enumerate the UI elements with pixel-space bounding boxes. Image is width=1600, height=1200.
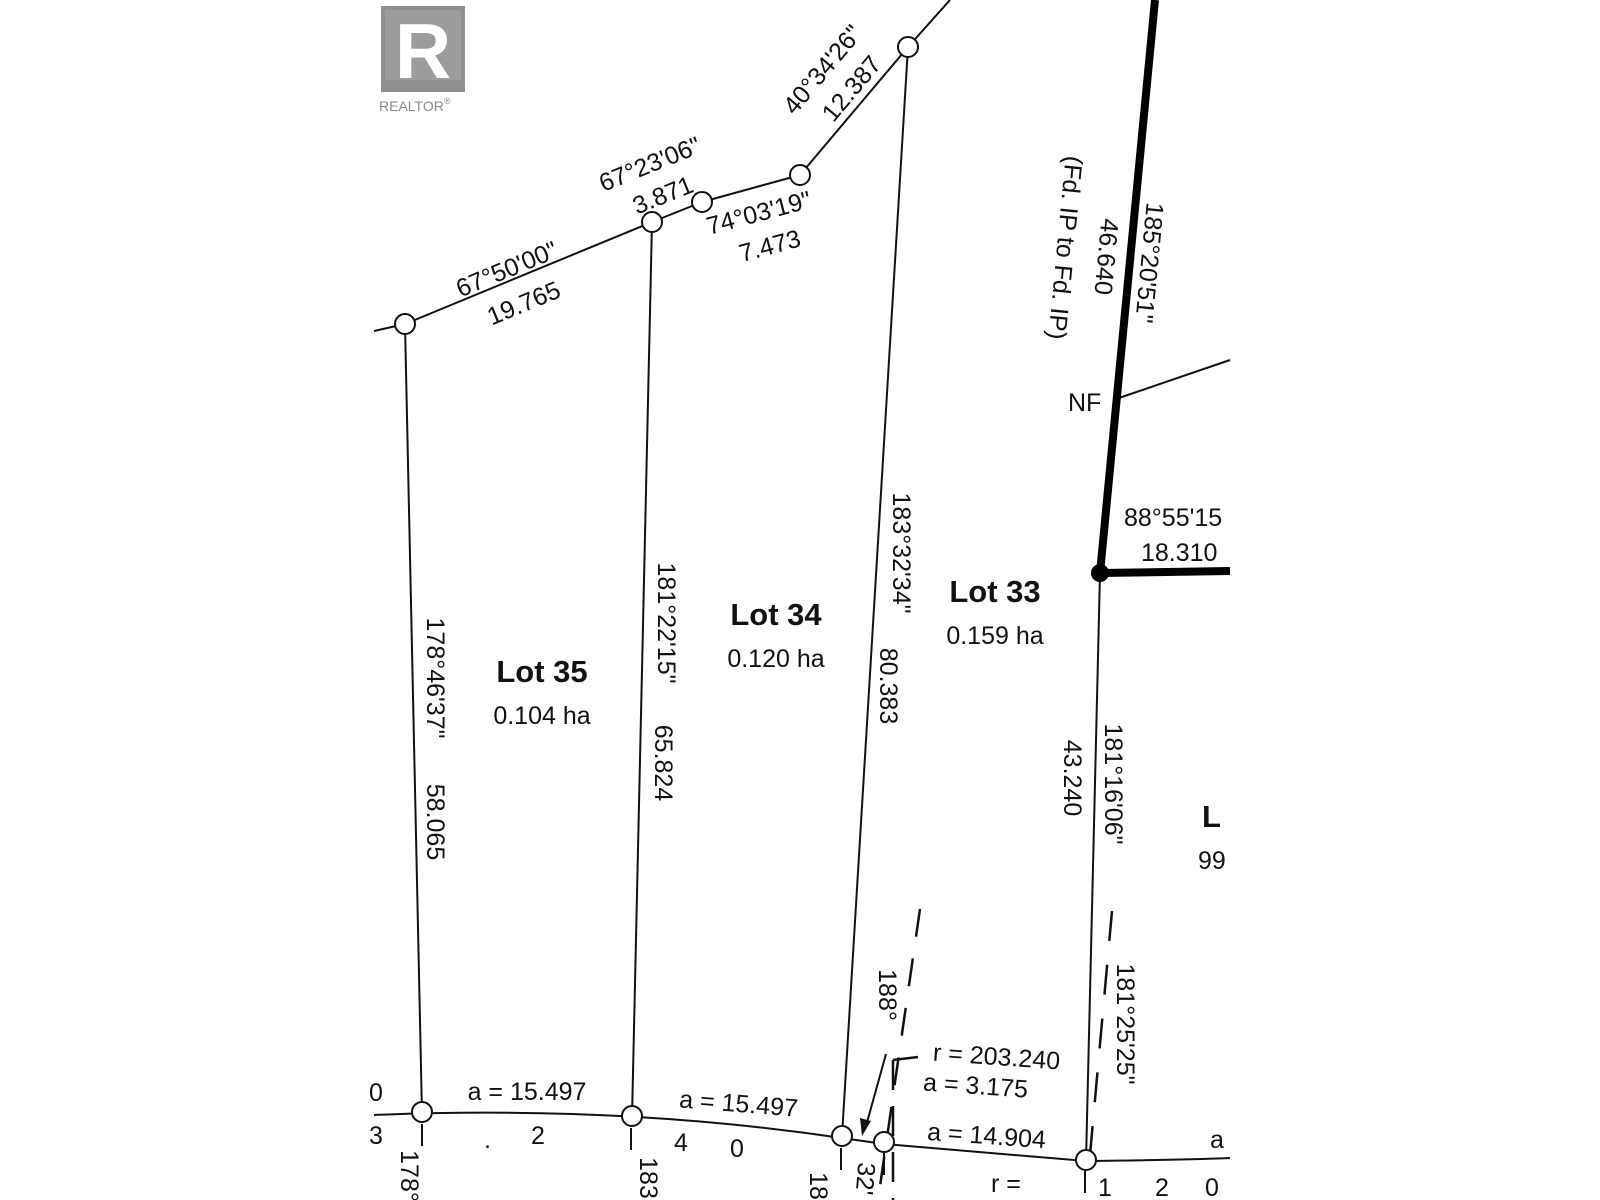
digit-left-1: 3 bbox=[369, 1122, 383, 1150]
heavy-line-distance: 46.640 bbox=[1088, 217, 1123, 296]
pin bbox=[411, 1101, 433, 1123]
pin bbox=[873, 1131, 895, 1153]
arc1-label: a = 15.497 bbox=[468, 1078, 587, 1106]
road-ticks bbox=[421, 1124, 1086, 1193]
bottom-partial-0: 178° bbox=[395, 1150, 423, 1200]
digit-right-0: 1 bbox=[1098, 1174, 1112, 1200]
dashed-right-bearing: 181°25'25" bbox=[1111, 964, 1139, 1085]
lot35-west-bearing: 178°46'37" bbox=[421, 618, 449, 739]
dashed-line-labels: 181°25'25" 188° bbox=[873, 964, 1139, 1085]
heavy-east-bearing: 88°55'15 bbox=[1124, 504, 1222, 532]
pin bbox=[394, 313, 416, 335]
lot34-west-distance: 65.824 bbox=[649, 725, 677, 802]
nf-label: NF bbox=[1068, 389, 1101, 417]
lot33-west-distance: 80.383 bbox=[874, 648, 902, 724]
digit-left-3: . bbox=[484, 1126, 491, 1154]
logo-letter: R bbox=[395, 7, 451, 95]
pin bbox=[831, 1125, 853, 1147]
north-boundary-seg4 bbox=[799, 46, 909, 176]
heavy-line-north bbox=[1096, 0, 1159, 574]
pin bbox=[789, 164, 811, 186]
lot34-west-line bbox=[631, 221, 653, 1119]
radius-partial: r = bbox=[991, 1170, 1021, 1198]
north-boundary-seg1 bbox=[404, 221, 653, 325]
lot33-west-bearing: 183°32'34" bbox=[887, 493, 915, 614]
pin bbox=[621, 1105, 643, 1127]
pin bbox=[691, 191, 713, 213]
survey-pins bbox=[394, 36, 1097, 1171]
lot33-name: Lot 33 bbox=[949, 574, 1040, 609]
digit-left-5: 0 bbox=[730, 1135, 744, 1163]
heavy-east-distance: 18.310 bbox=[1141, 539, 1217, 567]
heavy-line-east bbox=[1099, 567, 1231, 577]
digit-left-4: 4 bbox=[674, 1129, 688, 1157]
radius-leader-mark bbox=[892, 1055, 919, 1062]
digit-right-2: 0 bbox=[1205, 1174, 1219, 1200]
lot-right-name: L bbox=[1202, 799, 1221, 834]
north-boundary-seg3 bbox=[701, 174, 801, 203]
pin bbox=[641, 211, 663, 233]
lot33-east-distance: 43.240 bbox=[1058, 740, 1086, 816]
arc-right-partial: a bbox=[1210, 1126, 1224, 1154]
dashed-left-bearing: 188° bbox=[873, 969, 901, 1021]
lot33-west-line bbox=[841, 46, 909, 1137]
logo-inner bbox=[385, 10, 461, 80]
lot33-east-bearing: 181°16'06" bbox=[1099, 724, 1127, 845]
lot34-name: Lot 34 bbox=[730, 597, 822, 632]
road-curve-labels: a = 15.497 a = 15.497 r = 2 0 3. 2 4 0 a = 3.… bbox=[369, 1039, 1224, 1200]
logo-text: REALTOR® bbox=[379, 96, 451, 114]
arc-small-label: a = 3.175 bbox=[922, 1068, 1029, 1103]
lot34-area: 0.120 ha bbox=[727, 645, 824, 673]
pin bbox=[1075, 1149, 1097, 1171]
arrow-head bbox=[860, 1118, 871, 1136]
road-curve bbox=[373, 1111, 1231, 1163]
lot33-east-line bbox=[1085, 572, 1101, 1162]
dashed-line-right bbox=[1088, 910, 1114, 1156]
lot35-area: 0.104 ha bbox=[493, 702, 590, 730]
lot-lines bbox=[404, 46, 1231, 1162]
arrow-shaft bbox=[865, 1053, 887, 1127]
digit-right-1: 2 bbox=[1155, 1174, 1169, 1200]
lot-right-area: 99 bbox=[1198, 847, 1226, 875]
bottom-partial-2: 18 bbox=[804, 1172, 832, 1200]
lot35-west-distance: 58.065 bbox=[421, 784, 449, 860]
heavy-line-note: (Fd. IP to Fd. IP) bbox=[1042, 155, 1087, 341]
pin bbox=[897, 36, 919, 58]
road-curve-line bbox=[373, 1111, 1231, 1163]
dashed-lines bbox=[876, 908, 1114, 1200]
lot33-area: 0.159 ha bbox=[946, 622, 1043, 650]
heavy-boundary bbox=[1096, 0, 1231, 577]
lot35-name: Lot 35 bbox=[496, 654, 587, 689]
bottom-partial-3: 32' bbox=[850, 1161, 881, 1196]
arrow bbox=[860, 1053, 887, 1136]
digit-left-2: 2 bbox=[531, 1122, 545, 1150]
lot-labels: Lot 35 0.104 ha Lot 34 0.120 ha Lot 33 0… bbox=[493, 574, 1225, 875]
lot34-west-bearing: 181°22'15" bbox=[652, 563, 680, 684]
arc2-label: a = 15.497 bbox=[678, 1085, 799, 1122]
corner-pin-solid bbox=[1091, 564, 1109, 582]
realtor-logo: R REALTOR® bbox=[379, 6, 465, 114]
nf-line bbox=[1115, 359, 1231, 400]
lot-line-labels: 178°46'37" 58.065 181°22'15" 65.824 183°… bbox=[421, 493, 1127, 861]
digit-left-0: 0 bbox=[369, 1079, 383, 1107]
north-boundary-labels: 67°50'00" 19.765 67°23'06" 3.871 74°03'1… bbox=[452, 20, 887, 331]
bottom-partial-1: 183 bbox=[634, 1157, 662, 1199]
lot35-west-line bbox=[404, 323, 423, 1115]
